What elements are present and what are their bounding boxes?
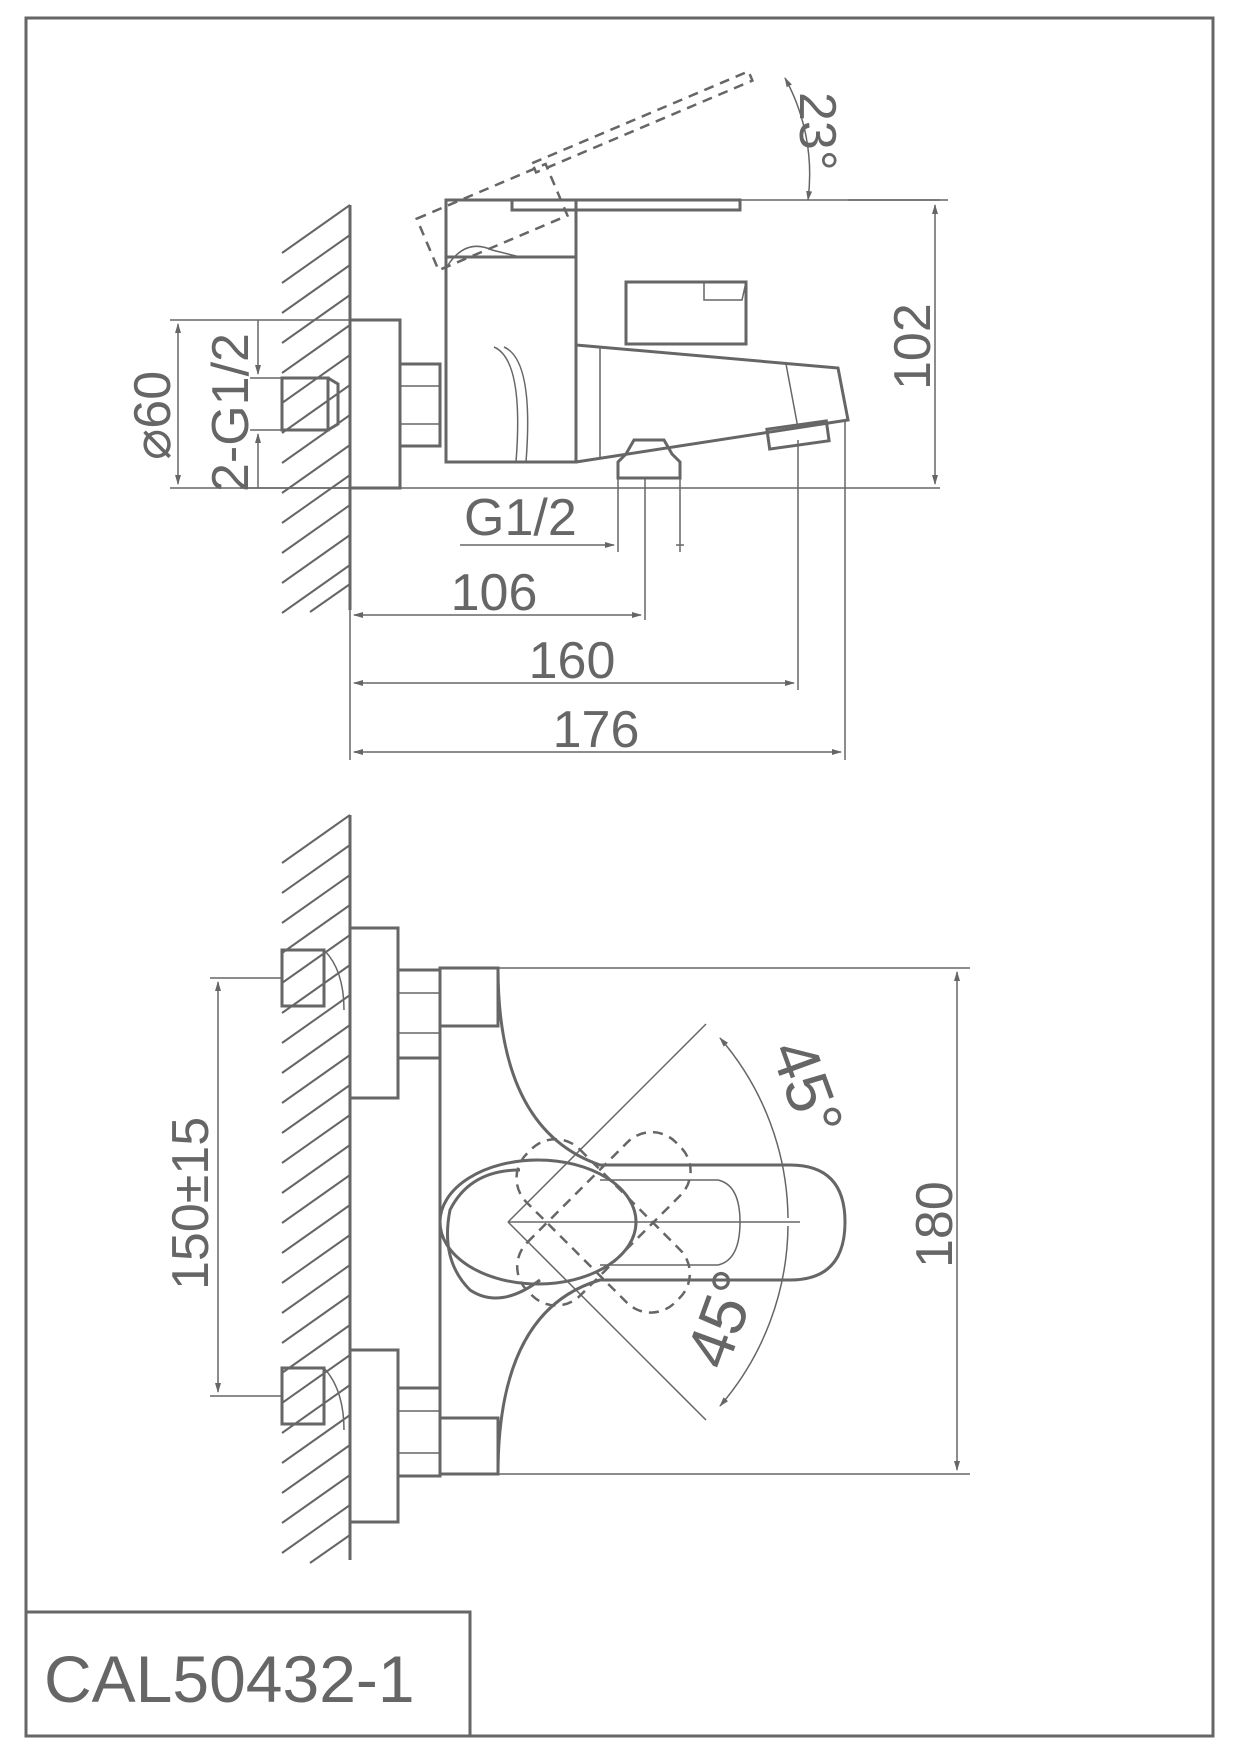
angle-label-23: 23° (788, 92, 846, 171)
lower-flange (348, 1348, 400, 1524)
rotated-handle-down (515, 1137, 692, 1314)
top-view: 45° 45° 150±15 180 (162, 814, 970, 1564)
lower-body-stub (438, 1416, 500, 1476)
dim-label-inlet: 2-G1/2 (202, 333, 260, 492)
upper-flange (348, 926, 400, 1100)
wall-hatching-side (281, 204, 351, 614)
side-view: 23° 102 ⌀60 2-G1/2 G1/2 106 160 176 (124, 69, 948, 760)
angle-arc-upper (719, 1037, 789, 1219)
spout-aerator (765, 419, 831, 451)
inlet-cone (327, 376, 340, 432)
dim-label-width: 180 (906, 1181, 964, 1268)
sheet-border (24, 16, 1215, 1738)
upper-body-stub (438, 966, 500, 1028)
handle-outline (496, 967, 847, 1475)
angle-arc-lower (719, 1225, 789, 1407)
dim-label-outlet: G1/2 (464, 489, 577, 547)
spout (575, 343, 850, 464)
valve-body (444, 255, 578, 464)
upper-hex-nut (396, 968, 442, 1060)
hex-nut (398, 362, 442, 448)
rotated-handle-up (515, 1130, 692, 1307)
inlet-pipe (280, 376, 330, 432)
lower-hex-nut (396, 1386, 442, 1478)
bottom-outlet (616, 438, 682, 480)
dim-label-flange: ⌀60 (124, 371, 182, 460)
lever-blade (510, 198, 742, 212)
wall-hatching-top (281, 814, 351, 1564)
lower-inlet-pipe (280, 1366, 326, 1426)
model-code: CAL50432-1 (44, 1642, 415, 1716)
dim-label-spacing: 150±15 (162, 1117, 220, 1290)
wall-flange (348, 318, 402, 490)
dim-label-height: 102 (884, 303, 942, 390)
diverter-knob (624, 280, 748, 346)
angle-arc-23 (784, 77, 813, 201)
dim-label-106: 106 (451, 564, 538, 622)
dim-label-160: 160 (529, 632, 616, 690)
dim-label-176: 176 (553, 701, 640, 759)
raised-handle-outline (415, 69, 755, 272)
model-code-box (24, 1610, 472, 1738)
